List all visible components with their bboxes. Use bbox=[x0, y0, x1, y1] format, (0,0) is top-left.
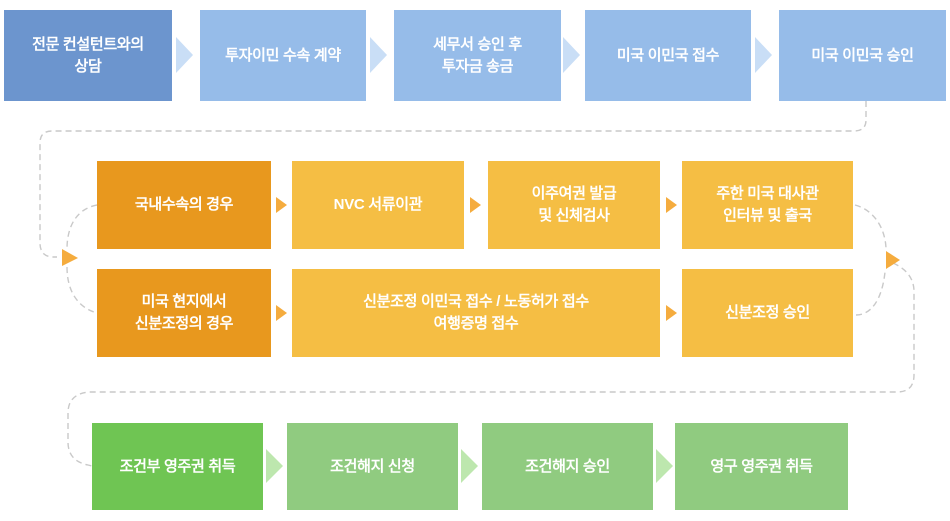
step-condition-removal-approval: 조건해지 승인 bbox=[482, 423, 653, 510]
chevron-right-icon bbox=[276, 305, 287, 321]
step-label: 조건해지 승인 bbox=[525, 457, 610, 475]
step-domestic-case: 국내수속의 경우 bbox=[97, 161, 271, 249]
step-adjustment-case: 미국 현지에서 신분조정의 경우 bbox=[97, 269, 271, 357]
step-label: 투자이민 수속 계약 bbox=[225, 46, 341, 64]
step-label: 조건부 영주권 취득 bbox=[119, 457, 236, 475]
step-label: NVC 서류이관 bbox=[333, 196, 423, 214]
chevron-right-icon bbox=[276, 197, 287, 213]
step-label: 주한 미국 대사관 인터뷰 및 출국 bbox=[716, 185, 819, 224]
connector-branch-adjustment bbox=[66, 266, 98, 314]
connector-merge-from-domestic bbox=[854, 204, 887, 249]
step-passport-medical: 이주여권 발급 및 신체검사 bbox=[488, 161, 660, 249]
step-label: 영구 영주권 취득 bbox=[710, 457, 813, 475]
chevron-right-icon bbox=[666, 197, 677, 213]
chevron-right-icon bbox=[666, 305, 677, 321]
step-uscis-filing: 미국 이민국 접수 bbox=[585, 10, 751, 101]
step-label: 세무서 승인 후 투자금 송금 bbox=[433, 35, 522, 75]
step-adjustment-approval: 신분조정 승인 bbox=[682, 269, 853, 357]
step-consultation: 전문 컨설턴트와의 상담 bbox=[4, 10, 172, 101]
arrowhead-middle-icon bbox=[62, 249, 78, 266]
connector-branch-domestic bbox=[66, 204, 98, 250]
step-label: 전문 컨설턴트와의 상담 bbox=[32, 35, 144, 75]
chevron-right-icon bbox=[266, 449, 283, 483]
step-label: 이주여권 발급 및 신체검사 bbox=[531, 185, 617, 224]
step-label: 신분조정 이민국 접수 / 노동허가 접수 여행증명 접수 bbox=[363, 293, 589, 332]
step-permanent-green-card: 영구 영주권 취득 bbox=[675, 423, 848, 510]
chevron-right-icon bbox=[563, 37, 580, 73]
chevron-right-icon bbox=[470, 197, 481, 213]
chevron-right-icon bbox=[370, 37, 387, 73]
chevron-right-icon bbox=[461, 449, 478, 483]
connector-merge-from-adjustment bbox=[855, 271, 886, 316]
step-label: 신분조정 승인 bbox=[725, 304, 810, 322]
step-label: 미국 이민국 승인 bbox=[811, 46, 914, 64]
step-conditional-green-card: 조건부 영주권 취득 bbox=[92, 423, 263, 510]
chevron-right-icon bbox=[656, 449, 673, 483]
step-label: 미국 현지에서 신분조정의 경우 bbox=[134, 293, 234, 332]
step-tax-office-remittance: 세무서 승인 후 투자금 송금 bbox=[394, 10, 561, 101]
step-condition-removal-application: 조건해지 신청 bbox=[287, 423, 458, 510]
arrowhead-merge-icon bbox=[886, 251, 900, 269]
step-contract: 투자이민 수속 계약 bbox=[200, 10, 366, 101]
chevron-right-icon bbox=[176, 37, 193, 73]
step-label: 국내수속의 경우 bbox=[134, 196, 234, 214]
step-label: 조건해지 신청 bbox=[330, 457, 415, 475]
step-label: 미국 이민국 접수 bbox=[616, 46, 720, 64]
step-uscis-approval: 미국 이민국 승인 bbox=[779, 10, 946, 101]
step-adjustment-filings: 신분조정 이민국 접수 / 노동허가 접수 여행증명 접수 bbox=[292, 269, 660, 357]
step-nvc-transfer: NVC 서류이관 bbox=[292, 161, 464, 249]
step-embassy-interview: 주한 미국 대사관 인터뷰 및 출국 bbox=[682, 161, 853, 249]
chevron-right-icon bbox=[755, 37, 772, 73]
